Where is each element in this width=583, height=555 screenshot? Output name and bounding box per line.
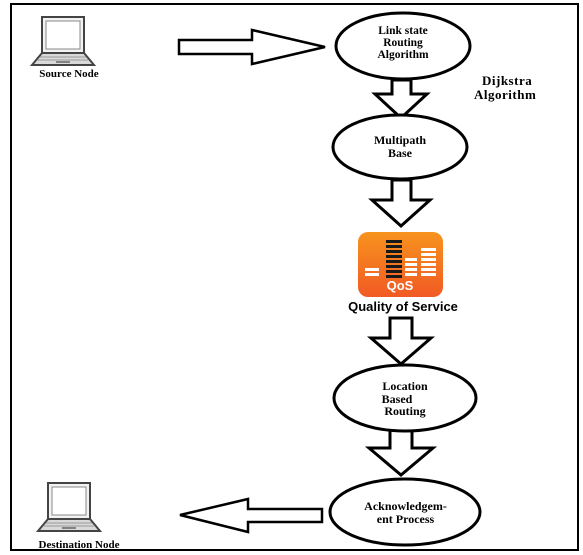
arrow-down-1 — [371, 78, 431, 121]
destination-node-label: Destination Node — [38, 539, 120, 551]
link-state-node — [334, 11, 472, 81]
ack-node — [328, 477, 482, 547]
ack-label: Acknowledgem- ent Process — [364, 499, 447, 526]
source-laptop-icon — [29, 16, 97, 66]
qos-caption: Quality of Service — [348, 299, 458, 314]
destination-laptop-icon — [35, 482, 103, 532]
location-label: Location Based Routing — [381, 379, 428, 419]
arrow-down-3 — [366, 316, 436, 366]
arrow-down-2 — [368, 178, 434, 229]
dijkstra-label: Dijkstra Algorithm — [474, 73, 537, 102]
multipath-label: Multipath Base — [373, 133, 426, 160]
multipath-node — [331, 113, 469, 181]
qos-badge — [358, 232, 443, 297]
location-node — [332, 363, 478, 433]
link-state-label: Link state Routing Algorithm — [377, 25, 429, 62]
qos-badge-text: QoS — [386, 278, 414, 293]
arrow-down-4 — [364, 426, 438, 477]
source-node-label: Source Node — [39, 68, 99, 80]
diagram-frame — [10, 3, 579, 551]
arrow-right — [177, 28, 326, 66]
equalizer-icon — [365, 240, 436, 278]
arrow-left — [179, 497, 324, 534]
